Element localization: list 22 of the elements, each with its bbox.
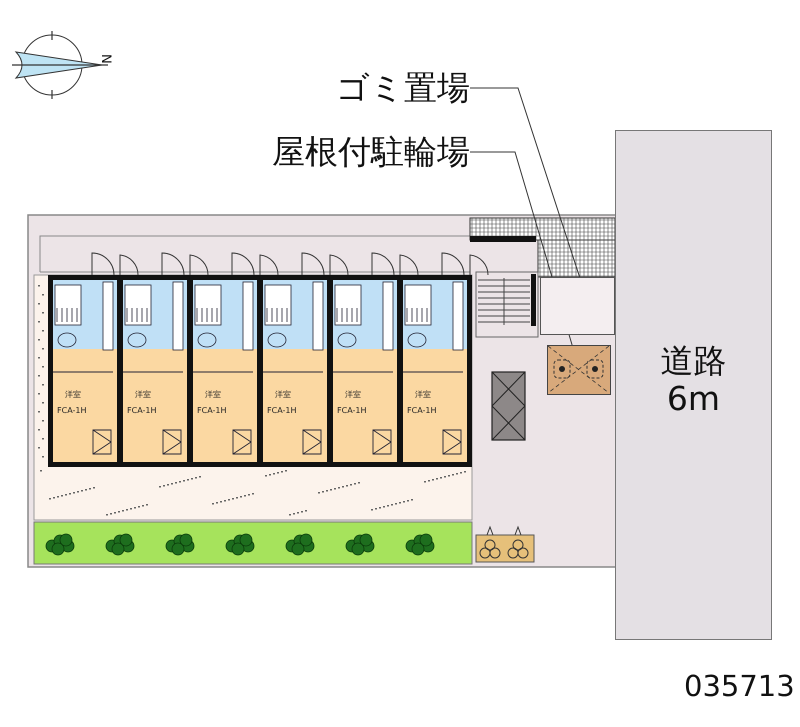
leader-line <box>470 88 580 278</box>
room-label: 洋室 <box>275 390 291 399</box>
room-label: 洋室 <box>205 390 221 399</box>
drawing-number: 035713 <box>684 672 795 701</box>
road-label: 6m <box>666 381 720 417</box>
road-strip <box>615 130 772 640</box>
room-code: FCA-1H <box>337 406 366 415</box>
room-label: 洋室 <box>345 390 361 399</box>
room-label: 洋室 <box>135 390 151 399</box>
callout-label: ゴミ置場 <box>336 70 470 106</box>
callout-label: 屋根付駐輪場 <box>272 134 470 170</box>
bicycle-shelter <box>547 345 611 395</box>
room-code: FCA-1H <box>127 406 156 415</box>
north-label: N <box>99 54 112 64</box>
room-code: FCA-1H <box>407 406 436 415</box>
room-label: 洋室 <box>415 390 431 399</box>
room-code: FCA-1H <box>57 406 86 415</box>
garbage-area <box>540 277 615 335</box>
road-label: 道路 <box>660 343 726 379</box>
room-code: FCA-1H <box>197 406 226 415</box>
room-label: 洋室 <box>65 390 81 399</box>
room-code: FCA-1H <box>267 406 296 415</box>
